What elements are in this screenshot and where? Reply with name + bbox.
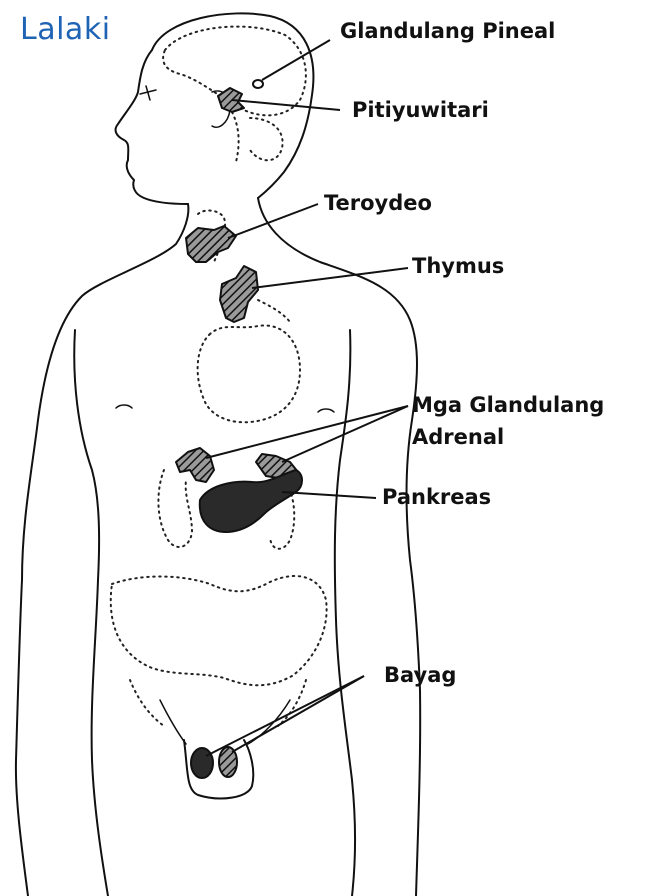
thyroid-gland [186, 226, 236, 262]
leader-thymus [252, 268, 408, 288]
label-adrenal-line1: Mga Glandulang [412, 392, 604, 419]
leader-pineal [262, 40, 330, 80]
leader-thyroid [228, 204, 318, 238]
label-thymus: Thymus [412, 253, 504, 280]
label-thyroid: Teroydeo [324, 190, 432, 217]
leader-pituitary [232, 100, 340, 110]
label-adrenal-line2: Adrenal [412, 424, 504, 451]
thymus-gland [220, 266, 258, 322]
label-testes: Bayag [384, 662, 456, 689]
testis-left [191, 748, 213, 778]
leader-testis-left [206, 676, 364, 756]
leader-pancreas [282, 492, 376, 498]
leader-lines [206, 40, 408, 756]
pancreas [200, 470, 302, 532]
pineal-gland [253, 80, 263, 88]
label-pineal: Glandulang Pineal [340, 18, 555, 45]
label-pituitary: Pitiyuwitari [352, 97, 489, 124]
label-pancreas: Pankreas [382, 484, 491, 511]
glands [176, 80, 302, 778]
dotted-organ-outlines [111, 27, 327, 726]
adrenal-gland-left [176, 448, 214, 482]
